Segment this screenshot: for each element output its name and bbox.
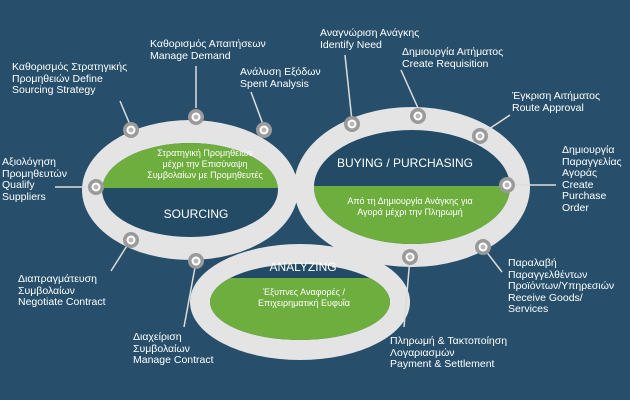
node-negotiate-contract[interactable] <box>123 232 139 248</box>
label-line: Παραγγελθέντων <box>508 268 588 281</box>
label-line: Λογαριασμών <box>390 346 455 359</box>
leader-create-requisition <box>400 69 419 109</box>
label-line: Identify Need <box>320 38 382 51</box>
node-manage-demand[interactable] <box>188 109 204 125</box>
label-line: Καθορισμός Απαιτήσεων <box>150 38 266 50</box>
analyzing-band-line-1: Έξυπνες Αναφορές / <box>262 287 345 297</box>
node-identify-need[interactable] <box>344 116 360 132</box>
node-spent-analysis[interactable] <box>256 122 272 138</box>
label-line: Διαπραγμάτευση <box>18 273 97 285</box>
label-line: Δημιουργία <box>562 144 615 156</box>
label-line: Negotiate Contract <box>18 296 106 308</box>
label-line: Ανάλυση Εξόδων <box>240 66 321 78</box>
label-qualify-suppliers: Αξιολόγηση Προμηθευτών Qualify Suppliers <box>2 156 67 203</box>
label-line: Πληρωμή & Τακτοποίηση <box>390 335 508 347</box>
label-manage-contract: Διαχείριση Συμβολαίων Manage Contract <box>133 331 214 367</box>
label-line: Προμηθευτών <box>2 167 67 180</box>
label-line: Manage Contract <box>133 354 214 366</box>
label-line: Order <box>562 201 589 214</box>
label-line: Purchase <box>562 190 607 202</box>
label-spent-analysis: Ανάλυση Εξόδων Spent Analysis <box>240 66 321 90</box>
label-line: Αξιολόγηση <box>2 156 57 168</box>
node-create-requisition[interactable] <box>410 108 426 124</box>
label-line: Payment & Settlement <box>390 358 495 370</box>
label-line: Διαχείριση <box>133 331 182 343</box>
leader-identify-need <box>344 54 353 122</box>
label-line: Qualify <box>2 179 35 191</box>
nodes <box>88 108 515 269</box>
label-line: Παραγγελίας <box>562 155 622 168</box>
buying-ring <box>294 107 530 267</box>
sourcing-title: SOURCING <box>164 207 229 221</box>
analyzing-green-band <box>210 278 390 340</box>
buying-title: BUYING / PURCHASING <box>337 156 473 170</box>
sourcing-band-line-3: Συμβολαίων με Προμηθευτές <box>147 170 263 180</box>
sourcing-ring <box>82 120 298 260</box>
node-manage-contract[interactable] <box>188 253 204 269</box>
analyzing-ring <box>190 244 410 360</box>
label-line: Συμβολαίων <box>133 342 190 355</box>
buying-band-line-2: Αγορά μέχρι την Πληρωμή <box>357 207 463 217</box>
leader-receive-goods <box>484 249 503 273</box>
label-line: Manage Demand <box>150 49 231 62</box>
label-line: Καθορισμός Στρατηγικής <box>12 61 128 73</box>
label-identify-need: Αναγνώριση Ανάγκης Identify Need <box>320 27 420 51</box>
label-line: Αγοράς <box>562 167 598 179</box>
label-line: Παραλαβή <box>508 257 557 269</box>
label-manage-demand: Καθορισμός Απαιτήσεων Manage Demand <box>150 38 266 62</box>
node-qualify-suppliers[interactable] <box>88 179 104 195</box>
analyzing-title: ANALYZING <box>269 260 336 274</box>
label-line: Receive Goods/ <box>508 291 583 304</box>
label-negotiate-contract: Διαπραγμάτευση Συμβολαίων Negotiate Cont… <box>18 273 106 309</box>
label-line: Προμηθειών Define <box>12 72 103 85</box>
leader-manage-contract <box>183 261 197 328</box>
label-receive-goods: Παραλαβή Παραγγελθέντων Προϊόντων/Υπηρεσ… <box>508 257 615 316</box>
label-define-sourcing: Καθορισμός Στρατηγικής Προμηθειών Define… <box>12 61 128 97</box>
node-route-approval[interactable] <box>472 128 488 144</box>
label-line: Route Approval <box>512 101 584 114</box>
node-define-sourcing[interactable] <box>123 122 139 138</box>
sourcing-band-line-2: μέχρι την Επισύναψη <box>163 159 248 169</box>
leader-spent-analysis <box>250 91 265 128</box>
label-route-approval: Έγκριση Αιτήματος Route Approval <box>512 90 601 114</box>
leader-payment <box>403 257 411 328</box>
label-line: Create Requisition <box>402 57 489 70</box>
label-line: Αναγνώριση Ανάγκης <box>320 27 420 39</box>
label-line: Συμβολαίων <box>18 284 75 297</box>
node-receive-goods[interactable] <box>475 239 491 255</box>
label-line: Sourcing Strategy <box>12 84 96 96</box>
node-create-po[interactable] <box>499 177 515 193</box>
label-line: Services <box>508 303 549 315</box>
sourcing-band-line-1: Στρατηγική Προμηθειών <box>157 148 253 158</box>
node-payment-settlement[interactable] <box>402 249 418 265</box>
label-line: Suppliers <box>2 190 46 203</box>
analyzing-band-line-2: Επιχειρηματική Ευφυΐα <box>258 298 350 308</box>
label-create-po: Δημιουργία Παραγγελίας Αγοράς Create Pur… <box>562 144 622 214</box>
buying-band-line-1: Από τη Δημιουργία Ανάγκης για <box>347 196 472 206</box>
label-line: Έγκριση Αιτήματος <box>512 90 601 102</box>
label-create-requisition: Δημιουργία Αιτήματος Create Requisition <box>402 46 504 70</box>
label-line: Δημιουργία Αιτήματος <box>402 46 504 58</box>
label-payment-settlement: Πληρωμή & Τακτοποίηση Λογαριασμών Paymen… <box>390 335 508 371</box>
label-line: Create <box>562 178 594 191</box>
label-line: Προϊόντων/Υπηρεσιών <box>508 280 615 292</box>
label-line: Spent Analysis <box>240 77 309 90</box>
